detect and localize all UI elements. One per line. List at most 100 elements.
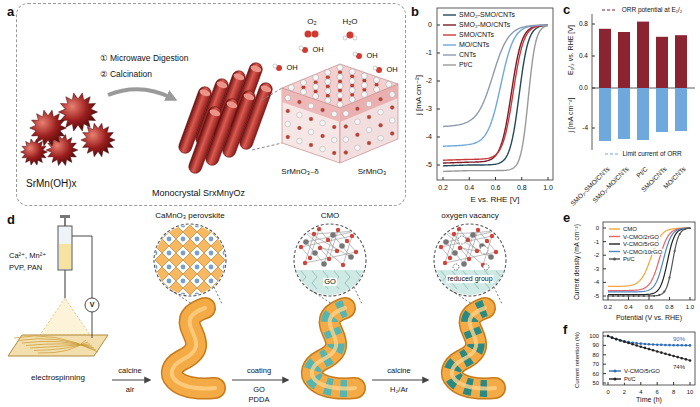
bond — [460, 248, 477, 251]
circle-outline-svg — [422, 210, 518, 300]
atom — [297, 100, 301, 104]
molecule-label: OH — [365, 52, 378, 60]
atom — [437, 225, 443, 231]
node-text: CaMnO₃ perovskite — [154, 212, 226, 221]
precursor-label: Ca²⁺, Mn²⁺ — [8, 252, 47, 260]
atom — [354, 250, 358, 254]
tick-mark — [592, 56, 595, 57]
tick-label: -2 — [593, 252, 600, 259]
atom — [467, 257, 471, 261]
calcium-atom — [181, 251, 186, 256]
panel-letter: a — [6, 5, 15, 19]
octahedron — [183, 239, 197, 253]
atom — [349, 69, 355, 75]
data-marker — [622, 295, 624, 297]
category-label: Pt/C — [634, 164, 649, 179]
rod-cap — [243, 92, 255, 101]
atom — [285, 95, 291, 101]
legend-text: V-CMO/5rGO — [623, 368, 661, 375]
data-marker — [644, 347, 647, 350]
calcium-atom — [167, 307, 172, 312]
legend-marker — [613, 258, 616, 261]
tick-mark — [603, 364, 606, 365]
calcium-atom — [195, 265, 200, 270]
phase-label: SrMnO₃ — [357, 168, 388, 177]
data-marker — [627, 295, 629, 297]
lsv-curve — [443, 25, 548, 166]
atom — [325, 97, 331, 103]
atom — [485, 239, 489, 243]
node-text: ① Microwave Digestion — [99, 54, 189, 63]
data-marker — [611, 336, 614, 339]
axis-title: E vs. RHE [V] — [470, 196, 521, 205]
atom — [366, 127, 372, 133]
atom — [308, 129, 314, 135]
calcium-atom — [209, 251, 214, 256]
data-marker — [635, 342, 638, 345]
tick-label: 0.0 — [578, 84, 589, 91]
node-text: Monocrystal SrxMnyOz — [151, 189, 246, 199]
step-label: air — [125, 386, 135, 394]
graphene-coating — [312, 308, 355, 389]
tick-mark — [592, 88, 595, 89]
tick-label: 8 — [671, 389, 676, 395]
tick-mark — [603, 345, 606, 346]
legend-line — [609, 251, 620, 252]
atom — [330, 232, 336, 238]
plot-frame — [603, 222, 695, 300]
calcium-atom — [181, 265, 186, 270]
atom — [349, 78, 355, 84]
tick-mark — [603, 336, 606, 337]
tick-label: 4 — [638, 389, 643, 395]
octahedron — [183, 267, 197, 281]
molecule-label: O₂ — [306, 18, 317, 27]
atom — [361, 82, 367, 88]
octahedron — [225, 253, 239, 267]
tick-mark — [669, 297, 670, 300]
data-marker — [689, 344, 692, 347]
tick-mark — [469, 177, 470, 180]
atom — [286, 109, 290, 113]
atom — [344, 125, 348, 129]
tick-mark — [690, 382, 691, 385]
rod-cap — [260, 84, 272, 93]
zoom-line — [354, 287, 362, 304]
panel-letter: c — [562, 3, 571, 17]
calcium-atom — [237, 237, 242, 242]
fiber-outline — [452, 308, 495, 389]
octahedron — [155, 253, 169, 267]
atom — [344, 151, 348, 155]
calcium-atom — [223, 293, 228, 298]
tick-label: 0.8 — [516, 184, 528, 192]
bond — [440, 228, 491, 257]
lsv-curve — [443, 25, 548, 160]
data-marker — [627, 341, 630, 344]
current-bar — [599, 88, 611, 141]
hydrogen-atom — [353, 36, 357, 40]
octahedron — [225, 295, 239, 309]
calcium-atom — [195, 237, 200, 242]
axis-title: j [mA cm⁻²] — [415, 74, 424, 116]
atom — [317, 227, 321, 231]
legend-text: CMO — [622, 226, 638, 233]
legend-line — [443, 54, 456, 55]
octahedron — [183, 225, 197, 239]
atom — [321, 134, 325, 138]
data-marker — [617, 295, 619, 297]
tick-label: 50 — [592, 380, 600, 386]
circle-outline — [294, 224, 366, 296]
tick-label: 1.0 — [542, 184, 554, 192]
data-marker — [635, 344, 638, 347]
calcium-atom — [223, 223, 228, 228]
calcium-atom — [167, 279, 172, 284]
atom — [355, 145, 361, 151]
data-marker — [607, 295, 609, 297]
atom — [355, 107, 359, 111]
precursor-solution — [59, 244, 71, 269]
atom — [326, 238, 330, 242]
graphene-lattice — [430, 271, 435, 289]
step-label: electrospinning — [30, 374, 86, 383]
rod-cap — [216, 80, 228, 89]
data-marker — [607, 335, 610, 338]
data-marker — [689, 359, 692, 362]
